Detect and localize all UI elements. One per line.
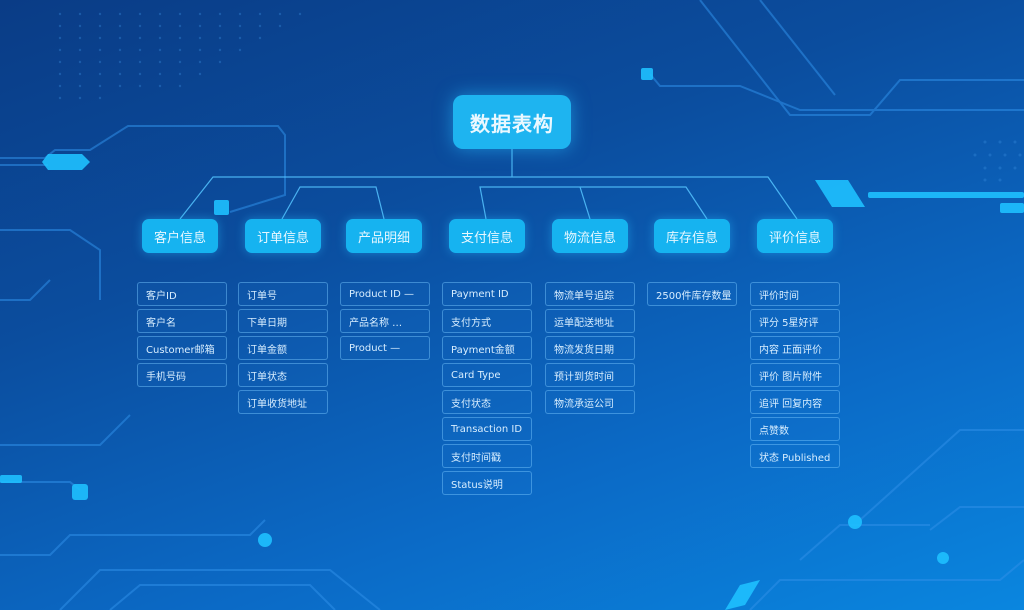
category-node-customer[interactable]: 客户信息 xyxy=(142,219,218,253)
field-item[interactable]: Payment ID xyxy=(442,282,532,306)
field-item[interactable]: 客户ID xyxy=(137,282,227,306)
field-item[interactable]: 支付状态 xyxy=(442,390,532,414)
field-item[interactable]: Customer邮箱 xyxy=(137,336,227,360)
field-item[interactable]: Transaction ID xyxy=(442,417,532,441)
field-list-customer: 客户ID 客户名 Customer邮箱 手机号码 xyxy=(137,282,227,387)
field-item[interactable]: 评价 图片附件 xyxy=(750,363,840,387)
field-list-logistics: 物流单号追踪 运单配送地址 物流发货日期 预计到货时间 物流承运公司 xyxy=(545,282,635,414)
field-item[interactable]: 预计到货时间 xyxy=(545,363,635,387)
field-item[interactable]: 订单号 xyxy=(238,282,328,306)
root-node-title[interactable]: 数据表构 xyxy=(453,95,571,149)
field-item[interactable]: 物流发货日期 xyxy=(545,336,635,360)
category-node-order[interactable]: 订单信息 xyxy=(245,219,321,253)
field-item[interactable]: 2500件库存数量 xyxy=(647,282,737,306)
field-item[interactable]: Status说明 xyxy=(442,471,532,495)
field-item[interactable]: 产品名称 … xyxy=(340,309,430,333)
field-item[interactable]: 订单状态 xyxy=(238,363,328,387)
field-item[interactable]: 运单配送地址 xyxy=(545,309,635,333)
field-item[interactable]: Product — xyxy=(340,336,430,360)
category-node-product[interactable]: 产品明细 xyxy=(346,219,422,253)
field-item[interactable]: 追评 回复内容 xyxy=(750,390,840,414)
field-item[interactable]: 评价时间 xyxy=(750,282,840,306)
category-node-review[interactable]: 评价信息 xyxy=(757,219,833,253)
field-item[interactable]: 状态 Published xyxy=(750,444,840,468)
field-item[interactable]: 订单金额 xyxy=(238,336,328,360)
field-list-review: 评价时间 评分 5星好评 内容 正面评价 评价 图片附件 追评 回复内容 点赞数… xyxy=(750,282,840,468)
category-node-logistics[interactable]: 物流信息 xyxy=(552,219,628,253)
field-list-order: 订单号 下单日期 订单金额 订单状态 订单收货地址 xyxy=(238,282,328,414)
category-node-payment[interactable]: 支付信息 xyxy=(449,219,525,253)
field-item[interactable]: 物流单号追踪 xyxy=(545,282,635,306)
field-item[interactable]: 支付方式 xyxy=(442,309,532,333)
field-item[interactable]: Payment金额 xyxy=(442,336,532,360)
field-item[interactable]: Product ID — xyxy=(340,282,430,306)
field-item[interactable]: 物流承运公司 xyxy=(545,390,635,414)
category-node-inventory[interactable]: 库存信息 xyxy=(654,219,730,253)
field-list-payment: Payment ID 支付方式 Payment金额 Card Type 支付状态… xyxy=(442,282,532,495)
field-item[interactable]: 下单日期 xyxy=(238,309,328,333)
field-item[interactable]: Card Type xyxy=(442,363,532,387)
field-item[interactable]: 手机号码 xyxy=(137,363,227,387)
field-item[interactable]: 支付时间戳 xyxy=(442,444,532,468)
field-item[interactable]: 客户名 xyxy=(137,309,227,333)
field-item[interactable]: 内容 正面评价 xyxy=(750,336,840,360)
field-item[interactable]: 点赞数 xyxy=(750,417,840,441)
field-item[interactable]: 订单收货地址 xyxy=(238,390,328,414)
field-list-inventory: 2500件库存数量 xyxy=(647,282,737,306)
field-item[interactable]: 评分 5星好评 xyxy=(750,309,840,333)
field-list-product: Product ID — 产品名称 … Product — xyxy=(340,282,430,360)
